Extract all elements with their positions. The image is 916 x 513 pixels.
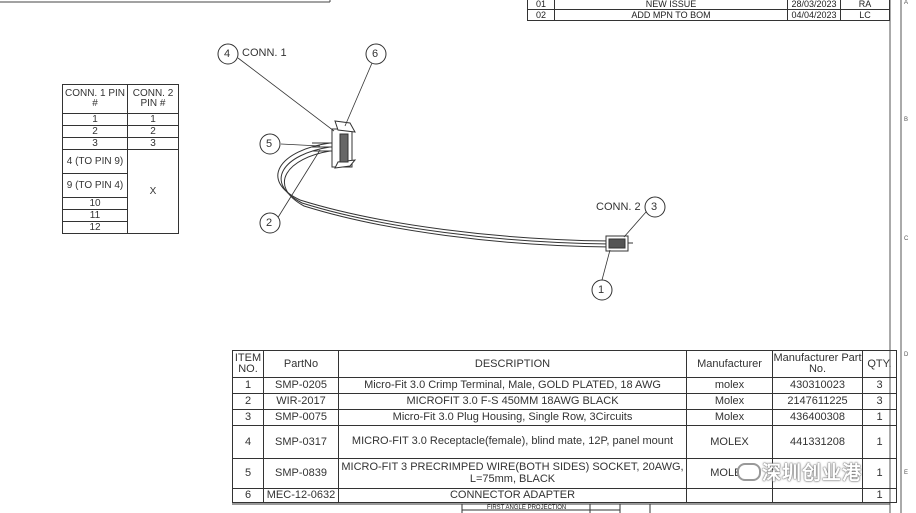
connector-1: [312, 120, 357, 169]
bom-partno: SMP-0317: [263, 425, 339, 459]
bom-row: 6 MEC-12-0632 CONNECTOR ADAPTER 1: [232, 488, 897, 503]
bom-header-row: ITEM NO. PartNo DESCRIPTION Manufacturer…: [232, 350, 897, 378]
bom-header-qty: QTY.: [862, 350, 897, 378]
revision-row: 02 ADD MPN TO BOM 04/04/2023 LC: [527, 9, 890, 21]
conn2-pin-header: CONN. 2 PIN #: [127, 84, 179, 114]
bom-description: CONNECTOR ADAPTER: [338, 488, 687, 503]
bom-description: Micro-Fit 3.0 Crimp Terminal, Male, GOLD…: [338, 377, 687, 394]
balloon-4: [217, 43, 239, 65]
revision-table: 01 NEW ISSUE 28/03/2023 RA 02 ADD MPN TO…: [527, 0, 890, 21]
pin-row: 3 3: [62, 137, 179, 150]
bom-item: 3: [232, 409, 264, 426]
border-letter-d: D: [904, 352, 909, 358]
bom-mfr-partno: [772, 458, 863, 489]
pin-row: 12: [62, 221, 179, 234]
watermark-text: 深圳创业港: [762, 463, 863, 484]
bom-mfr-partno: 436400308: [772, 409, 863, 426]
bom-manufacturer: molex: [686, 377, 773, 394]
bom-row: 1 SMP-0205 Micro-Fit 3.0 Crimp Terminal,…: [232, 377, 897, 394]
conn2-unconnected: X: [127, 149, 179, 234]
conn2-label: CONN. 2: [596, 201, 641, 213]
bom-item: 4: [232, 425, 264, 459]
bom-mfr-partno: 441331208: [772, 425, 863, 459]
bom-item: 6: [232, 488, 264, 503]
bom-manufacturer: Molex: [686, 393, 773, 410]
pin-row: 4 (TO PIN 9) X: [62, 149, 179, 234]
bom-qty: 3: [862, 393, 897, 410]
conn1-pin: 4 (TO PIN 9): [62, 149, 128, 174]
bom-manufacturer: [686, 488, 773, 503]
balloon-2: [259, 212, 281, 234]
bom-mfr-partno: [772, 488, 863, 503]
bom-row: 5 SMP-0839 MICRO-FIT 3 PRECRIMPED WIRE(B…: [232, 458, 897, 489]
bom-mfr-partno: 2147611225: [772, 393, 863, 410]
bom-description: MICRO-FIT 3.0 Receptacle(female), blind …: [338, 425, 687, 459]
bom-row: 3 SMP-0075 Micro-Fit 3.0 Plug Housing, S…: [232, 409, 897, 426]
bom-header-manufacturer: Manufacturer: [686, 350, 773, 378]
projection-label: FIRST ANGLE PROJECTION: [487, 505, 567, 511]
bom-description: Micro-Fit 3.0 Plug Housing, Single Row, …: [338, 409, 687, 426]
wire-bundle: [277, 142, 611, 248]
bom-partno: SMP-0839: [263, 458, 339, 489]
bom-description: MICROFIT 3.0 F-S 450MM 18AWG BLACK: [338, 393, 687, 410]
bom-row: 2 WIR-2017 MICROFIT 3.0 F-S 450MM 18AWG …: [232, 393, 897, 410]
bom-partno: SMP-0205: [263, 377, 339, 394]
bom-header-mfr-partno: Manufacturer Part No.: [772, 350, 863, 378]
balloon-5-number: 5: [266, 138, 273, 150]
conn1-label: CONN. 1: [242, 47, 287, 59]
bom-partno: MEC-12-0632: [263, 488, 339, 503]
border-letter-b: B: [904, 117, 909, 123]
bom-item: 1: [232, 377, 264, 394]
balloon-3: [644, 196, 666, 218]
pin-table-header: CONN. 1 PIN # CONN. 2 PIN #: [62, 84, 179, 114]
pin-row: 9 (TO PIN 4): [62, 173, 179, 198]
bom-manufacturer: MOLEX: [686, 425, 773, 459]
bom-header-item: ITEM NO.: [232, 350, 264, 378]
bom-item: 2: [232, 393, 264, 410]
bom-mfr-partno: 430310023: [772, 377, 863, 394]
balloon-2-number: 2: [266, 217, 273, 229]
bom-qty: 1: [862, 458, 897, 489]
conn1-pin: 12: [62, 221, 128, 234]
leader-lines: [237, 57, 647, 281]
rev-date: 04/04/2023: [787, 9, 841, 21]
bom-qty: 1: [862, 409, 897, 426]
balloon-1-number: 1: [598, 284, 605, 296]
connector-2: [605, 235, 633, 252]
balloon-6: [365, 43, 387, 65]
border-letter-e: E: [904, 470, 909, 476]
bom-header-description: DESCRIPTION: [338, 350, 687, 378]
rev-by: LC: [840, 9, 890, 21]
balloon-6-number: 6: [372, 48, 379, 60]
wechat-icon: [737, 463, 761, 481]
balloon-4-number: 4: [224, 48, 231, 60]
bom-item: 5: [232, 458, 264, 489]
bom-description: MICRO-FIT 3 PRECRIMPED WIRE(BOTH SIDES) …: [338, 458, 687, 489]
bill-of-materials-table: ITEM NO. PartNo DESCRIPTION Manufacturer…: [232, 350, 897, 503]
balloon-5: [259, 133, 281, 155]
rev-description: ADD MPN TO BOM: [554, 9, 788, 21]
bom-qty: 1: [862, 425, 897, 459]
border-letter-c: C: [904, 236, 909, 242]
balloon-3-number: 3: [651, 201, 658, 213]
conn1-pin: 9 (TO PIN 4): [62, 173, 128, 198]
pin-mapping-table: CONN. 1 PIN # CONN. 2 PIN # 1 1 2 2 3 3 …: [62, 84, 179, 234]
bom-manufacturer: Molex: [686, 409, 773, 426]
bom-qty: 3: [862, 377, 897, 394]
bom-partno: WIR-2017: [263, 393, 339, 410]
bom-partno: SMP-0075: [263, 409, 339, 426]
balloon-1: [591, 279, 613, 301]
bom-header-partno: PartNo: [263, 350, 339, 378]
bom-qty: 1: [862, 488, 897, 503]
bom-row: 4 SMP-0317 MICRO-FIT 3.0 Receptacle(fema…: [232, 425, 897, 459]
border-letter-a: A: [904, 0, 909, 6]
